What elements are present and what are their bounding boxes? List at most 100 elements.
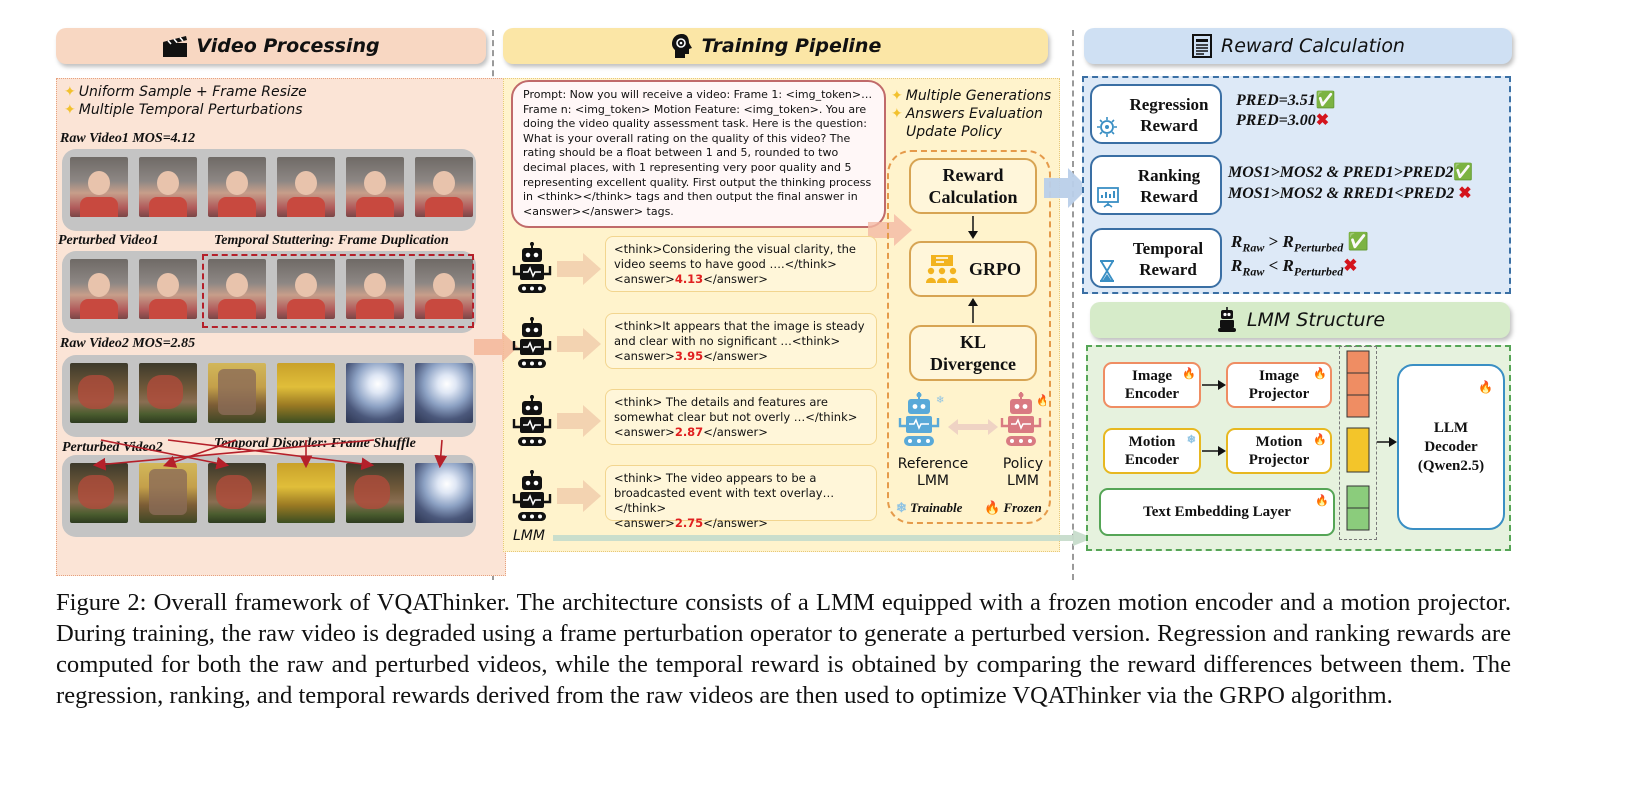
video-frame [346,363,404,423]
video-frame [277,363,335,423]
tp-bullet-3: Update Policy [906,124,1002,140]
brain-head-icon [671,34,692,58]
temporal-reward-box: Temporal Reward [1090,228,1222,288]
svg-text:❄: ❄ [936,395,944,406]
lmm-structure-header: LMM Structure [1090,302,1510,338]
video-frame [208,363,266,423]
ranking-line-2: MOS1>MOS2 & RRED1<PRED2 ✖ [1228,185,1472,202]
frozen-legend: 🔥 Frozen [984,500,1042,515]
tp-bullet-1: ✦Multiple Generations [891,88,1052,104]
video-frame [139,363,197,423]
cross-icon: ✖ [1315,112,1330,129]
reference-robot-icon: ❄ [898,392,944,446]
video-to-training-arrow [474,332,518,362]
raw-video2-strip [62,355,476,437]
robot-icon [512,470,552,521]
lmm-label: LMM [513,528,545,544]
policy-lmm-label: Policy LMM [1002,456,1044,489]
flame-icon: 🔥 [1315,495,1329,507]
text-embedding-box: Text Embedding Layer 🔥 [1099,488,1335,536]
up-arrow [968,298,978,323]
grpo-box: GRPO [909,241,1037,297]
ranking-line-1: MOS1>MOS2 & PRED1>PRED2✅ [1228,164,1474,181]
temporal-reward-label: Temporal Reward [1092,238,1220,282]
svg-text:🔥: 🔥 [1036,394,1046,407]
video-frame [208,259,266,319]
pipeline-to-reward-arrow [1044,168,1088,208]
video-frame [415,363,473,423]
arrow-right [1202,446,1226,456]
raw-video2-label: Raw Video2 MOS=2.85 [60,336,196,351]
lmm-structure-title: LMM Structure [1246,309,1386,331]
kl-connection-arrow [948,419,998,435]
vp-bullet-2: ✦Multiple Temporal Perturbations [64,102,303,118]
regression-line-2: PRED=3.00✖ [1236,112,1330,129]
generation-arrow [557,405,601,437]
check-icon: ✅ [1347,232,1369,251]
reward-calculation-box: Reward Calculation [909,158,1037,214]
video-frame [139,157,197,217]
perturbation1-label: Temporal Stuttering: Frame Duplication [214,233,449,248]
flame-icon: 🔥 [984,500,1001,515]
temporal-line-2: RRaw < RPerturbed✖ [1231,256,1358,279]
video-frame [415,157,473,217]
generation-arrow [557,253,601,285]
grpo-label: GRPO [969,259,1021,279]
perturbed-video1-label: Perturbed Video1 [58,233,159,248]
flame-icon: 🔥 [1313,434,1327,446]
video-frame [139,463,197,523]
generation-arrow [557,480,601,512]
training-pipeline-header: Training Pipeline [503,28,1048,64]
prompt-to-pipeline-arrow [868,214,912,246]
separator-right [1072,30,1074,580]
arrow-right [1202,380,1226,390]
video-frame [277,463,335,523]
image-encoder-box: Image Encoder 🔥 [1103,362,1201,408]
motion-encoder-box: Motion Encoder ❄ [1103,428,1201,474]
video-frame [277,157,335,217]
reference-lmm-label: Reference LMM [897,456,969,489]
regression-reward-box: Regression Reward [1090,84,1222,144]
prompt-box: Prompt: Now you will receive a video: Fr… [511,80,886,228]
duplication-highlight-box [202,254,474,328]
robot-icon [1217,307,1236,332]
robot-icon [512,317,552,368]
generation-output-4: <think> The video appears to be a broadc… [605,465,877,530]
video-frame [139,259,197,319]
frame-shuffle-arrows [92,439,448,471]
ranking-reward-label: Ranking Reward [1092,165,1220,208]
raw-video1-strip [62,149,476,231]
check-icon: ✅ [1315,92,1336,109]
video-frame [70,157,128,217]
video-frame [70,259,128,319]
cross-icon: ✖ [1343,256,1358,275]
tp-bullet-2: ✦Answers Evaluation [891,106,1043,122]
image-projector-box: Image Projector 🔥 [1226,362,1332,408]
perturbed-video2-strip [62,455,476,537]
vp-bullet-1: ✦Uniform Sample + Frame Resize [64,84,307,100]
training-pipeline-title: Training Pipeline [701,35,882,57]
token-stack-frame [1339,346,1377,540]
temporal-line-1: RRaw > RPerturbed ✅ [1231,232,1369,255]
cross-icon: ✖ [1458,185,1472,202]
down-arrow [968,216,978,239]
figure-caption: Figure 2: Overall framework of VQAThinke… [56,589,1511,709]
generation-output-2: <think>It appears that the image is stea… [605,313,877,369]
clapperboard-icon [163,36,188,57]
generation-arrow [557,328,601,360]
trainable-legend: ❄ Trainable [896,500,963,515]
video-frame [346,157,404,217]
lightbulb-gear-icon [1097,117,1117,137]
policy-robot-icon: 🔥 [1000,392,1046,446]
generation-output-1: <think>Considering the visual clarity, t… [605,236,877,292]
video-frame [277,259,335,319]
motion-projector-box: Motion Projector 🔥 [1226,428,1332,474]
snowflake-icon: ❄ [1186,434,1196,446]
flame-icon: 🔥 [1182,368,1196,380]
team-presentation-icon [926,255,958,283]
check-icon: ✅ [1453,164,1474,181]
video-frame [208,157,266,217]
lmm-to-structure-arrow [553,530,1093,546]
video-frame [70,463,128,523]
snowflake-icon: ❄ [896,500,907,515]
